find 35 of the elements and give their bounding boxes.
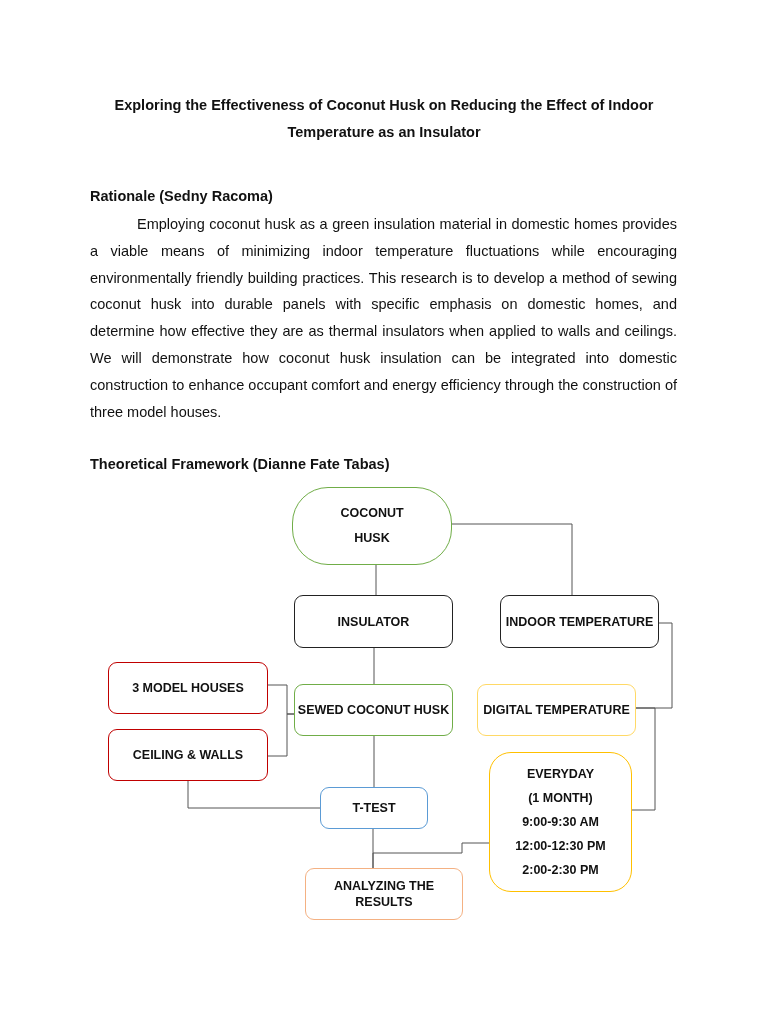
node-label: 12:00-12:30 PM [515, 838, 606, 854]
connector-line [372, 842, 490, 869]
connector-line [267, 713, 295, 757]
node-label: INSULATOR [337, 613, 410, 630]
connector-line [373, 647, 375, 685]
node-label: INDOOR TEMPERATURE [505, 613, 654, 630]
section-heading: Theoretical Framework (Dianne Fate Tabas) [90, 456, 390, 472]
connector-line [631, 707, 656, 811]
process-box [305, 868, 463, 920]
process-box [294, 684, 453, 736]
node-label: COCONUT HUSK [339, 505, 405, 547]
node-label: ANALYZING THE RESULTS [332, 878, 436, 910]
connector-line [373, 735, 375, 788]
process-box [294, 595, 453, 648]
node-label: DIGITAL TEMPERATURE [483, 702, 630, 718]
process-box [320, 787, 428, 829]
node-label: T-TEST [352, 800, 396, 816]
process-box [108, 729, 268, 781]
node-label: (1 MONTH) [528, 790, 593, 806]
process-box [500, 595, 659, 648]
node-label: 3 MODEL HOUSES [132, 680, 244, 696]
schedule-box [489, 752, 632, 892]
process-box [108, 662, 268, 714]
connector-line [187, 780, 321, 809]
node-label: CEILING & WALLS [132, 747, 244, 763]
document-title: Exploring the Effectiveness of Coconut Husk on Reducing the Effect of Indoor Temperature as an Insulator [113, 96, 655, 142]
process-box [477, 684, 636, 736]
section-heading: Rationale (Sedny Racoma) [90, 188, 273, 204]
node-label: 2:00-2:30 PM [522, 862, 599, 878]
node-label: SEWED COCONUT HUSK [297, 702, 450, 718]
node-label: EVERYDAY [526, 766, 595, 782]
body-paragraph: Employing coconut husk as a green insulation material in domestic homes provides a viable means of minimizing indoor temperature fluctuations while encouraging environmentally friendly building practices. This research is to develop a method of sewing coconut husk into durable panels with specific emphasis on domestic homes, and determine how effective they are as thermal insulators when applied to walls and ceilings. We will demonstrate how coconut husk insulation can be integrated into domestic construction to enhance occupant comfort and energy efficiency through the construction of three model houses. [90, 215, 677, 422]
connector-line [375, 564, 377, 596]
node-label: 9:00-9:30 AM [522, 814, 599, 830]
connector-line [451, 523, 573, 596]
